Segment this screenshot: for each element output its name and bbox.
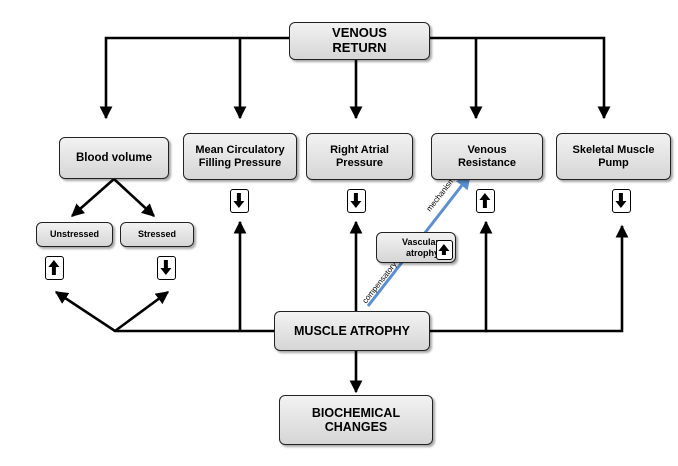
vascular-atrophy-label: Vascular atrophy — [401, 237, 439, 258]
skeletal-muscle-pump-box: Skeletal Muscle Pump — [556, 133, 671, 180]
right-atrial-label: Right Atrial Pressure — [330, 144, 389, 169]
venous-return-box: VENOUS RETURN — [289, 22, 430, 60]
up-arrow-glyph — [48, 260, 60, 275]
arrow-shape — [615, 193, 627, 208]
top-bar-line-right — [430, 36, 611, 120]
arrow-shape — [438, 244, 450, 255]
venous-resistance-box: Venous Resistance — [431, 133, 543, 180]
mean-circulatory-indicator-down-arrow-icon — [230, 189, 249, 213]
up-arrow-glyph — [438, 244, 450, 255]
venous-resistance-label: Venous Resistance — [457, 144, 517, 169]
unstressed-label: Unstressed — [49, 229, 100, 240]
stressed-indicator-down-arrow-icon — [157, 256, 176, 280]
down-arrow-glyph — [233, 193, 245, 208]
unstressed-indicator-up-arrow-icon — [45, 256, 64, 280]
up-arrow-glyph — [479, 193, 491, 208]
skeletal-muscle-pump-indicator-down-arrow-icon — [612, 189, 631, 213]
biochemical-changes-label: BIOCHEMICAL CHANGES — [311, 406, 401, 434]
arrow-to-stressed-indicator — [114, 290, 170, 333]
skeletal-muscle-pump-label: Skeletal Muscle Pump — [572, 144, 655, 169]
down-arrow-glyph — [160, 260, 172, 275]
unstressed-box: Unstressed — [36, 222, 113, 247]
muscle-atrophy-box: MUSCLE ATROPHY — [274, 311, 430, 351]
arrow-to-skeletal-indicator — [486, 224, 629, 333]
right-atrial-indicator-down-arrow-icon — [347, 189, 366, 213]
mean-circulatory-box: Mean Circulatory Filling Pressure — [183, 133, 297, 180]
arrow-shape — [48, 260, 60, 275]
vascular-atrophy-indicator-up-arrow-icon — [436, 240, 453, 260]
down-arrow-glyph — [615, 193, 627, 208]
arrow-shape — [160, 260, 172, 275]
arrow-to-unstressed — [71, 178, 115, 217]
down-arrow-glyph — [350, 193, 362, 208]
right-atrial-box: Right Atrial Pressure — [306, 133, 413, 180]
arrow-shape — [479, 193, 491, 208]
muscle-atrophy-label: MUSCLE ATROPHY — [294, 324, 410, 338]
stressed-label: Stressed — [137, 229, 177, 240]
blood-volume-box: Blood volume — [59, 137, 169, 179]
biochemical-changes-box: BIOCHEMICAL CHANGES — [279, 395, 433, 445]
top-bar-line — [99, 36, 289, 120]
blood-volume-label: Blood volume — [75, 151, 153, 164]
mean-circulatory-label: Mean Circulatory Filling Pressure — [195, 144, 285, 169]
venous-resistance-indicator-up-arrow-icon — [476, 189, 495, 213]
venous-return-label: VENOUS RETURN — [332, 25, 387, 55]
arrow-shape — [350, 193, 362, 208]
arrow-shape — [233, 193, 245, 208]
arrow-to-stressed — [113, 178, 155, 217]
stressed-box: Stressed — [120, 222, 194, 247]
